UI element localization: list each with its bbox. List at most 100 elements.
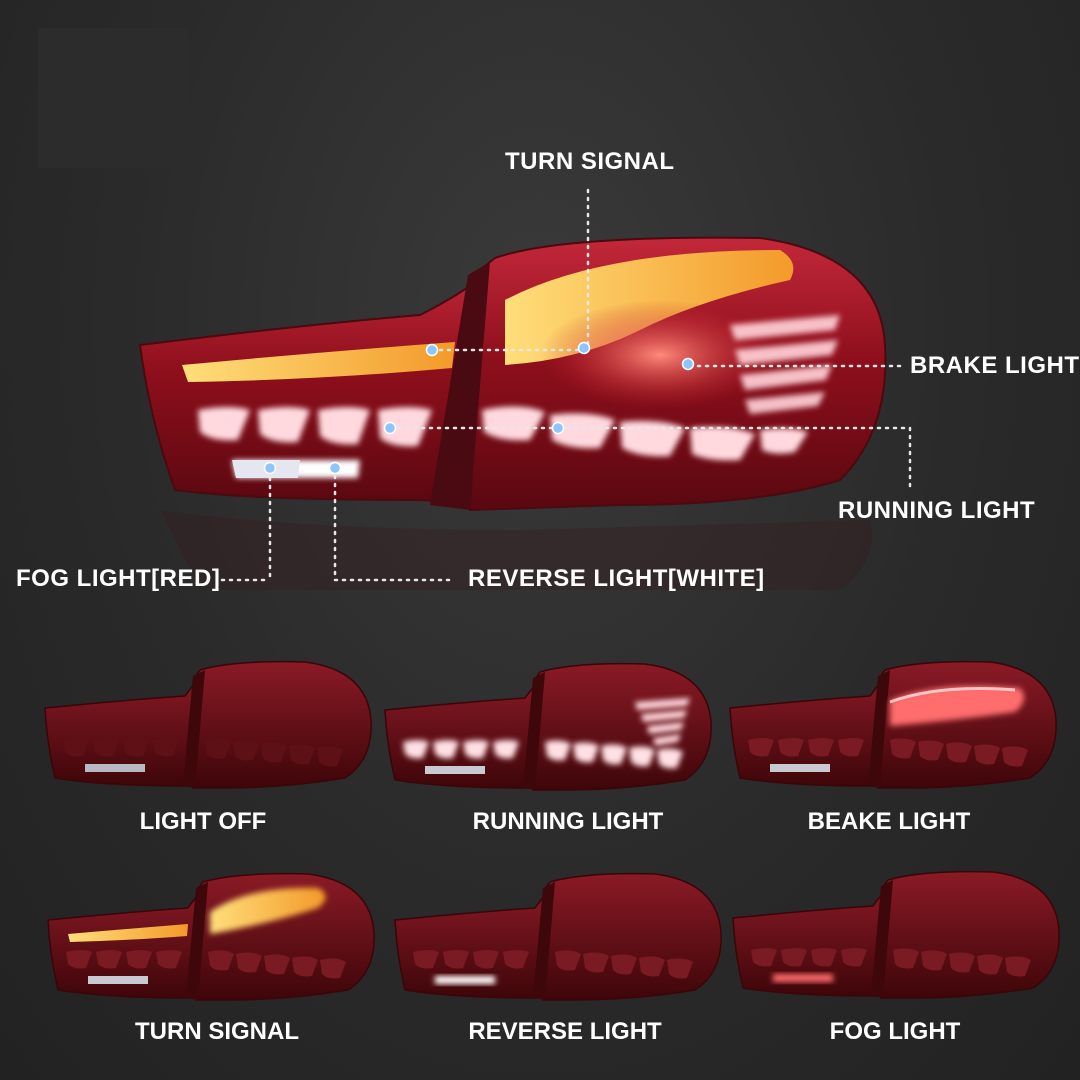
mode-caption-light-off: LIGHT OFF xyxy=(139,808,267,835)
hero-tail-light xyxy=(138,236,887,590)
thumb-reverse-fog-strip xyxy=(770,764,830,772)
thumb-scale-left xyxy=(503,950,529,969)
thumb-housing-right xyxy=(192,660,372,789)
thumb-scale-right xyxy=(657,748,683,769)
thumb-scale-left xyxy=(413,950,439,969)
thumb-wing-slat xyxy=(641,710,687,722)
thumb-housing-right xyxy=(880,870,1060,999)
thumb-scale-right xyxy=(1002,746,1028,767)
thumb-reverse-fog-strip xyxy=(435,976,495,984)
thumb-scale-right xyxy=(583,952,609,973)
thumb-scale-right xyxy=(977,954,1003,975)
thumb-wing-slat xyxy=(647,722,684,734)
thumb-brake xyxy=(729,660,1057,789)
thumb-off xyxy=(44,660,372,789)
thumb-scale-right xyxy=(946,742,972,763)
thumb-housing-right xyxy=(877,660,1057,789)
thumb-scale-left xyxy=(443,950,469,969)
thumb-scale-left xyxy=(781,948,807,967)
thumb-wing-slat xyxy=(653,734,681,746)
thumb-scale-left xyxy=(96,950,122,969)
thumb-divider xyxy=(871,880,893,998)
callout-turn-signal: TURN SIGNAL xyxy=(505,148,675,175)
thumb-scale-right xyxy=(317,746,343,767)
thumb-scale-left xyxy=(63,738,89,757)
dot-turn-left xyxy=(425,343,439,357)
callout-reverse-light: REVERSE LIGHT[WHITE] xyxy=(468,565,765,592)
mode-thumbnails xyxy=(44,660,1060,1001)
thumb-scale-right xyxy=(918,740,944,761)
callout-fog-light: FOG LIGHT[RED] xyxy=(16,565,221,592)
thumb-reverse xyxy=(394,872,722,1001)
thumb-scale-left xyxy=(463,740,489,759)
thumb-divider xyxy=(523,672,545,790)
thumb-divider xyxy=(183,670,205,788)
thumb-scale-right xyxy=(921,950,947,971)
dot-running-right xyxy=(551,421,565,435)
thumb-scale-right xyxy=(573,742,599,763)
thumb-scale-left xyxy=(156,950,182,969)
thumb-scale-right xyxy=(264,954,290,975)
dot-brake xyxy=(681,357,695,371)
mode-caption-turn-signal: TURN SIGNAL xyxy=(135,1018,299,1045)
thumb-scale-left xyxy=(433,740,459,759)
thumb-divider xyxy=(533,882,555,1000)
mode-caption-reverse-light: REVERSE LIGHT xyxy=(468,1018,662,1045)
thumb-scale-right xyxy=(233,740,259,761)
thumb-turn-bar xyxy=(68,924,188,942)
thumb-scale-right xyxy=(629,746,655,767)
thumb-scale-left xyxy=(93,738,119,757)
thumb-turn-upper xyxy=(210,887,326,934)
background-patch xyxy=(38,28,188,168)
callout-brake-light: BRAKE LIGHT xyxy=(910,352,1080,379)
thumb-scale-right xyxy=(893,948,919,969)
thumb-running xyxy=(384,662,712,791)
dot-running-left xyxy=(383,421,397,435)
callout-dots xyxy=(263,341,695,475)
thumb-scale-right xyxy=(949,952,975,973)
thumb-scale-right xyxy=(1005,956,1031,977)
thumb-scale-left xyxy=(493,740,519,759)
dot-turn-right xyxy=(577,341,591,355)
thumb-scale-right xyxy=(289,744,315,765)
thumb-scale-right xyxy=(890,738,916,759)
thumb-scale-right xyxy=(974,744,1000,765)
thumb-scale-left xyxy=(123,738,149,757)
thumb-housing-right xyxy=(542,872,722,1001)
thumb-scale-right xyxy=(236,952,262,973)
thumb-reverse-fog-strip xyxy=(773,974,833,982)
thumb-scale-left xyxy=(473,950,499,969)
thumb-scale-right xyxy=(205,738,231,759)
thumb-scale-right xyxy=(667,958,693,979)
thumb-scale-left xyxy=(808,738,834,757)
mode-caption-running-light: RUNNING LIGHT xyxy=(472,808,664,835)
mode-caption-fog-light: FOG LIGHT xyxy=(829,1018,961,1045)
thumb-wing-slat xyxy=(635,698,690,710)
thumb-scale-right xyxy=(261,742,287,763)
thumb-scale-right xyxy=(601,744,627,765)
thumb-housing-right xyxy=(532,662,712,791)
thumb-reverse-fog-strip xyxy=(85,764,145,772)
dot-fog xyxy=(263,461,277,475)
dot-reverse xyxy=(328,461,342,475)
thumb-brake-glow xyxy=(890,685,1024,726)
thumb-scale-left xyxy=(811,948,837,967)
thumb-scale-right xyxy=(611,954,637,975)
thumb-scale-left xyxy=(748,738,774,757)
thumb-scale-right xyxy=(545,740,571,761)
thumb-scale-left xyxy=(403,740,429,759)
thumb-brake-line xyxy=(889,687,1016,704)
thumb-scale-left xyxy=(153,738,179,757)
thumb-reverse-fog-strip xyxy=(425,766,485,774)
thumb-divider xyxy=(186,882,208,1000)
thumb-scale-right xyxy=(292,956,318,977)
thumb-scale-left xyxy=(126,950,152,969)
thumb-scale-left xyxy=(751,948,777,967)
thumb-turn xyxy=(47,872,375,1001)
thumb-scale-left xyxy=(838,738,864,757)
thumb-scale-right xyxy=(208,950,234,971)
thumb-scale-right xyxy=(639,956,665,977)
callout-lines xyxy=(220,188,912,582)
